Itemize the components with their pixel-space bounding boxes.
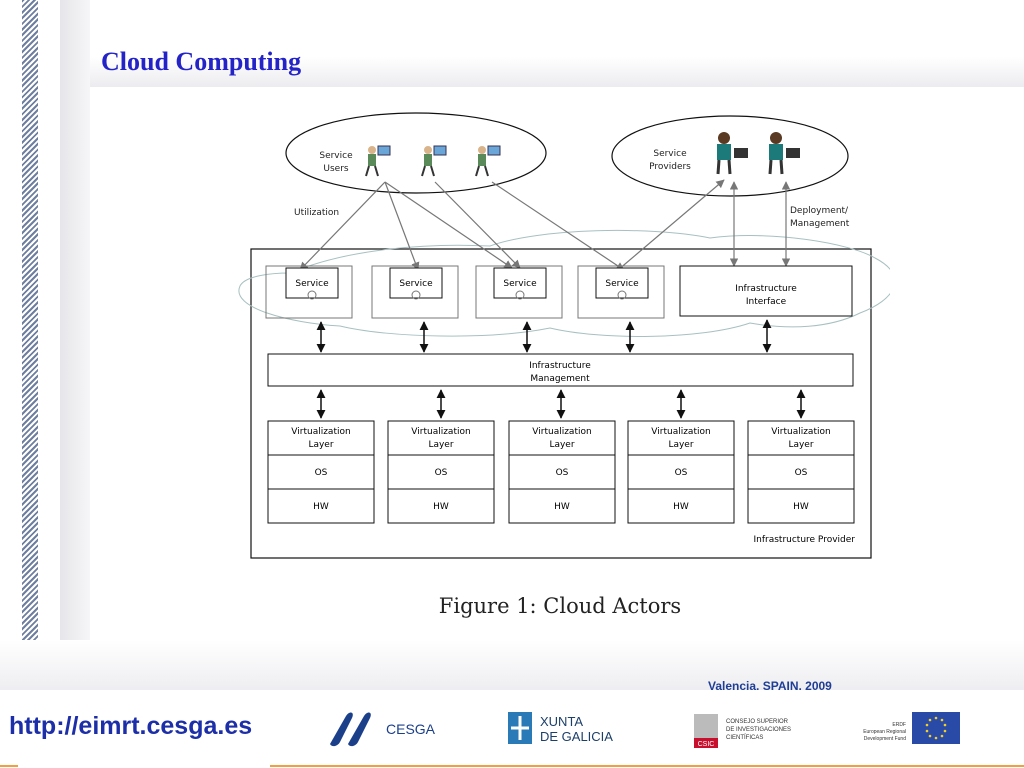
hw-label: HW [793, 502, 809, 512]
os-label: OS [556, 468, 569, 478]
csic-logo-text-1: CONSEJO SUPERIOR [726, 719, 789, 725]
infra-management-label-2: Management [530, 374, 590, 384]
service-label: Service [399, 279, 433, 289]
service-box: Service [577, 265, 665, 319]
orange-rule-left [0, 765, 18, 767]
machine-stack: Virtualization Layer OS HW [508, 420, 616, 524]
infrastructure-provider-label: Infrastructure Provider [753, 535, 855, 545]
cloud-actors-figure: Service Users Service Providers [230, 108, 896, 568]
infrastructure-provider-frame [250, 248, 872, 559]
machine-stack: Virtualization Layer OS HW [267, 420, 375, 524]
layer-label: Layer [308, 440, 333, 450]
csic-logo: CSIC CONSEJO SUPERIOR DE INVESTIGACIONES… [692, 712, 822, 756]
deployment-label-1: Deployment/ [790, 206, 849, 216]
machine-stack: Virtualization Layer OS HW [627, 420, 735, 524]
os-label: OS [315, 468, 328, 478]
orange-rule-right [270, 765, 1024, 767]
infra-management-label-1: Infrastructure [529, 361, 591, 371]
erdf-logo-text-2: European Regional [863, 729, 906, 735]
providers-label-1: Service [653, 149, 687, 159]
machine-stack: Virtualization Layer OS HW [387, 420, 495, 524]
os-label: OS [795, 468, 808, 478]
csic-logo-text-2: DE INVESTIGACIONES [726, 727, 791, 733]
infra-interface-label-2: Interface [746, 297, 787, 307]
users-label-1: Service [319, 151, 353, 161]
hw-label: HW [554, 502, 570, 512]
xunta-logo: XUNTA DE GALICIA [508, 710, 638, 754]
erdf-logo: ERDF European Regional Development Fund [848, 710, 968, 754]
service-label: Service [295, 279, 329, 289]
layer-label: Layer [428, 440, 453, 450]
footer-shade [0, 640, 1024, 695]
erdf-logo-text-3: Development Fund [864, 736, 906, 742]
virtualization-label: Virtualization [771, 427, 830, 437]
xunta-logo-text-2: DE GALICIA [540, 729, 613, 744]
virtualization-label: Virtualization [411, 427, 470, 437]
virtualization-label: Virtualization [651, 427, 710, 437]
users-label-2: Users [323, 164, 349, 174]
infrastructure-interface-box [679, 265, 853, 317]
cesga-logo-text: CESGA [386, 721, 436, 737]
layer-arrows [316, 389, 806, 419]
figure-caption: Figure 1: Cloud Actors [438, 594, 682, 618]
slide-title: Cloud Computing [101, 47, 302, 76]
virtualization-label: Virtualization [532, 427, 591, 437]
title-underline-shade [90, 57, 1024, 87]
infra-interface-label-1: Infrastructure [735, 284, 797, 294]
infrastructure-management-box [267, 353, 854, 387]
xunta-logo-text-1: XUNTA [540, 714, 583, 729]
hw-label: HW [433, 502, 449, 512]
erdf-logo-text-1: ERDF [892, 722, 906, 728]
service-label: Service [605, 279, 639, 289]
user-icon [421, 145, 447, 177]
user-icon [365, 145, 391, 177]
utilization-label: Utilization [294, 208, 339, 218]
providers-label-2: Providers [649, 162, 691, 172]
service-users-ellipse [285, 112, 547, 194]
layer-label: Layer [549, 440, 574, 450]
layer-label: Layer [668, 440, 693, 450]
left-shade [60, 0, 90, 690]
user-icon [475, 145, 501, 177]
csic-logo-text-3: CIENTÍFICAS [726, 734, 763, 741]
hw-label: HW [313, 502, 329, 512]
provider-icon [716, 132, 748, 175]
cloud-outline [238, 229, 896, 337]
service-box: Service [371, 265, 459, 319]
service-box: Service [475, 265, 563, 319]
decorative-stripe [22, 0, 38, 680]
machine-stack: Virtualization Layer OS HW [747, 420, 855, 524]
deployment-label-2: Management [790, 219, 850, 229]
hw-label: HW [673, 502, 689, 512]
provider-icon [768, 132, 800, 175]
csic-logo-mark: CSIC [698, 741, 715, 748]
venue-text: Valencia, SPAIN, 2009 [708, 679, 832, 693]
utilization-arrows [299, 179, 791, 271]
os-label: OS [435, 468, 448, 478]
layer-label: Layer [788, 440, 813, 450]
os-label: OS [675, 468, 688, 478]
cesga-logo: CESGA [328, 708, 448, 752]
service-label: Service [503, 279, 537, 289]
management-arrows [316, 319, 772, 353]
site-url-link[interactable]: http://eimrt.cesga.es [9, 712, 253, 740]
service-box: Service [265, 265, 353, 319]
virtualization-label: Virtualization [291, 427, 350, 437]
